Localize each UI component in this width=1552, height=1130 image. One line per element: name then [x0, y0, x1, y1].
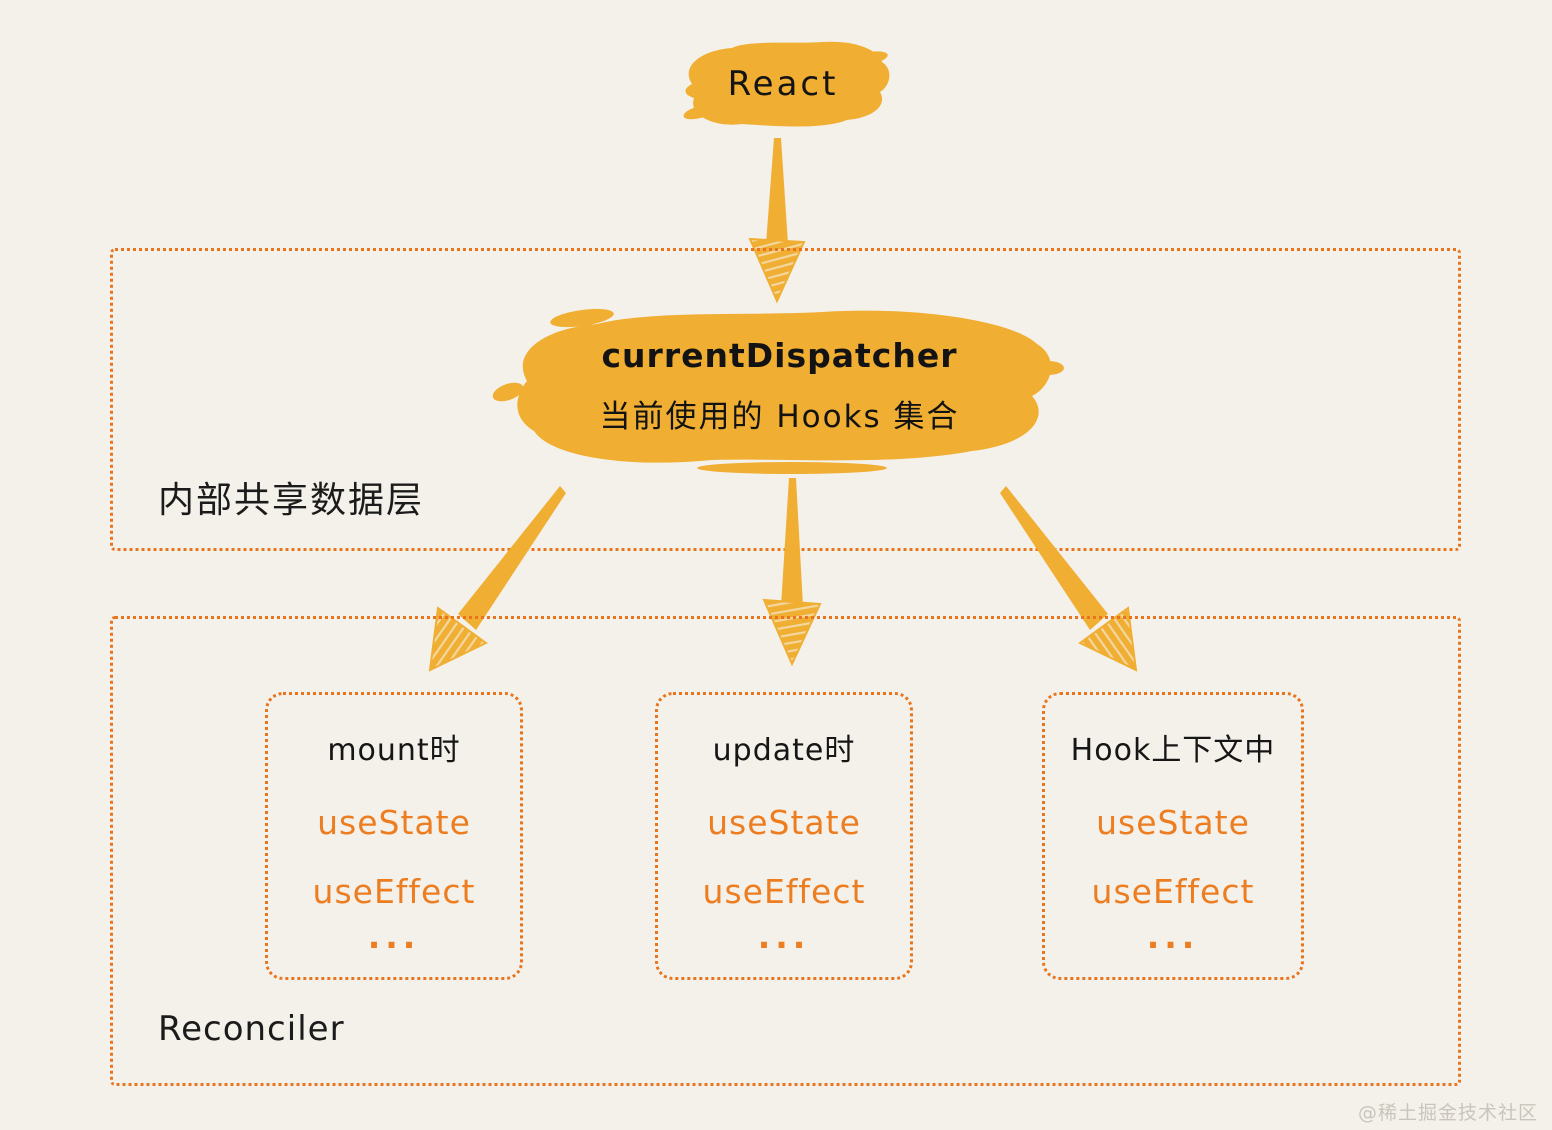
mount-hooks-box: mount时 useState useEffect ... [265, 692, 523, 980]
hook-item-ellipsis: ... [757, 917, 811, 956]
current-dispatcher-node: currentDispatcher 当前使用的 Hooks 集合 [492, 296, 1067, 478]
react-node: React [672, 36, 894, 132]
hook-item-usestate: useState [707, 803, 861, 842]
reconciler-layer: Reconciler [110, 616, 1461, 1086]
internal-shared-data-layer-label: 内部共享数据层 [158, 480, 425, 521]
arrow-to-hook-context-box-icon [1000, 486, 1138, 672]
hook-item-usestate: useState [317, 803, 471, 842]
arrow-to-mount-box-icon [428, 486, 566, 672]
brush-blob-shape [492, 308, 1064, 474]
hook-item-ellipsis: ... [367, 917, 421, 956]
current-dispatcher-subtitle: 当前使用的 Hooks 集合 [599, 399, 960, 436]
hook-context-box-title: Hook上下文中 [1070, 733, 1276, 768]
watermark: @稀土掘金技术社区 [1357, 1102, 1538, 1124]
hook-context-box: Hook上下文中 useState useEffect ... [1042, 692, 1304, 980]
react-node-label: React [727, 64, 839, 104]
arrow-react-to-dispatcher-icon [748, 138, 806, 304]
hook-item-useeffect: useEffect [702, 872, 866, 911]
hook-item-useeffect: useEffect [312, 872, 476, 911]
brush-blob-shape [683, 41, 890, 127]
hook-item-usestate: useState [1096, 803, 1250, 842]
current-dispatcher-title: currentDispatcher [601, 335, 958, 375]
hook-item-useeffect: useEffect [1091, 872, 1255, 911]
update-box-title: update时 [712, 733, 856, 768]
reconciler-layer-label: Reconciler [158, 1009, 345, 1049]
mount-box-title: mount时 [327, 733, 461, 768]
update-hooks-box: update时 useState useEffect ... [655, 692, 913, 980]
hook-item-ellipsis: ... [1146, 917, 1200, 956]
